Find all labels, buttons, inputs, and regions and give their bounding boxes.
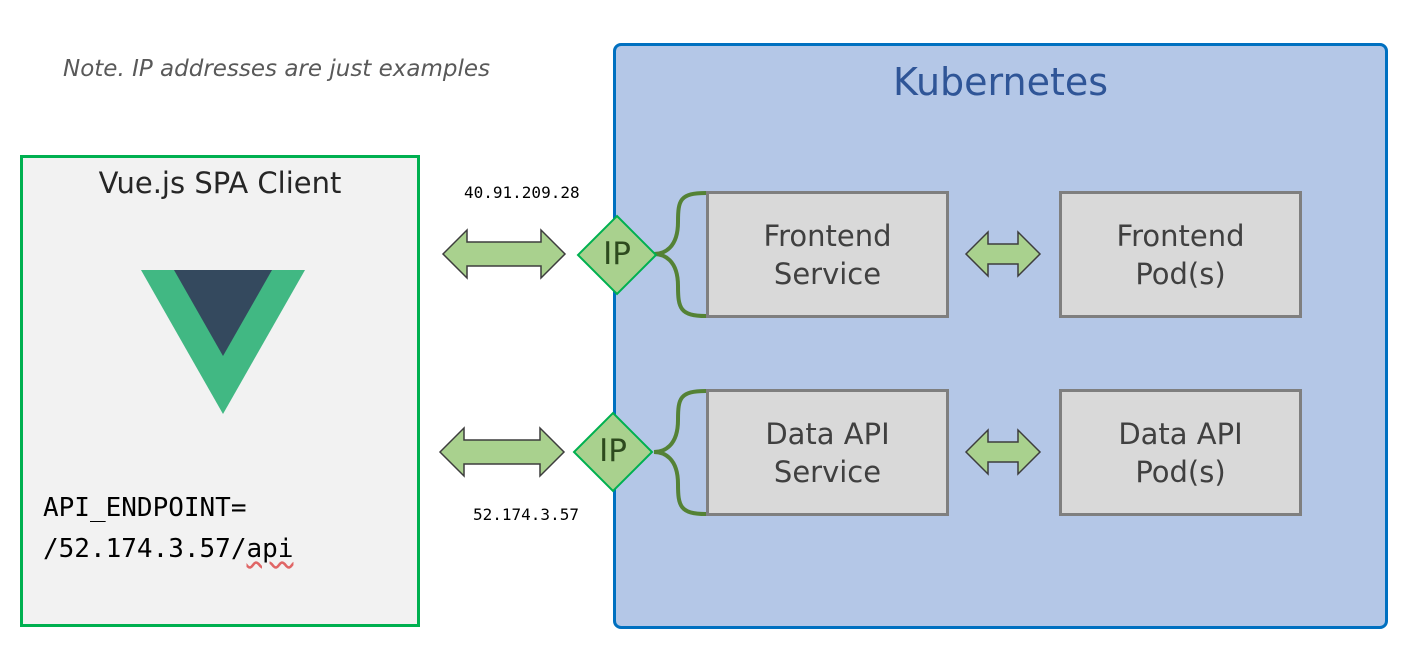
frontend-ip-diamond-icon	[576, 214, 658, 296]
client-data-arrow-icon	[438, 426, 566, 478]
endpoint-line-1: API_ENDPOINT=	[43, 493, 247, 523]
endpoint-api-suffix: api	[246, 534, 294, 564]
data-service-line2: Service	[773, 454, 882, 489]
client-title: Vue.js SPA Client	[98, 166, 342, 200]
frontend-pods-line2: Pod(s)	[1135, 256, 1226, 291]
frontend-pods-box: Frontend Pod(s)	[1059, 191, 1302, 318]
endpoint-ip-path: /52.174.3.57/	[43, 534, 247, 564]
data-pods-line2: Pod(s)	[1135, 454, 1226, 489]
data-ip-address: 52.174.3.57	[473, 505, 579, 524]
note-text: Note. IP addresses are just examples	[63, 56, 491, 82]
frontend-service-pods-arrow-icon	[964, 230, 1042, 278]
data-service-pods-arrow-icon	[964, 428, 1042, 476]
frontend-ip-address: 40.91.209.28	[464, 183, 580, 202]
client-frontend-arrow-icon	[441, 228, 567, 280]
data-api-service-box: Data API Service	[706, 389, 949, 516]
data-ip-label: IP	[599, 433, 627, 469]
frontend-bracket-icon	[653, 191, 707, 318]
frontend-service-line1: Frontend	[763, 218, 892, 253]
frontend-pods-line1: Frontend	[1116, 218, 1245, 253]
kubernetes-cluster-box: Kubernetes	[613, 43, 1388, 629]
frontend-service-box: Frontend Service	[706, 191, 949, 318]
vue-logo-icon	[141, 270, 305, 414]
endpoint-line-2: /52.174.3.57/api	[43, 529, 293, 570]
data-ip-diamond-icon	[572, 411, 654, 493]
data-pods-line1: Data API	[1118, 416, 1243, 451]
api-endpoint-config: API_ENDPOINT= /52.174.3.57/api	[43, 488, 293, 570]
data-service-line1: Data API	[765, 416, 890, 451]
data-bracket-icon	[653, 389, 707, 516]
vue-client-box: Vue.js SPA Client API_ENDPOINT= /52.174.…	[20, 155, 420, 627]
frontend-ip-label: IP	[603, 236, 631, 272]
kubernetes-title: Kubernetes	[892, 60, 1109, 104]
frontend-service-line2: Service	[773, 256, 882, 291]
data-api-pods-box: Data API Pod(s)	[1059, 389, 1302, 516]
